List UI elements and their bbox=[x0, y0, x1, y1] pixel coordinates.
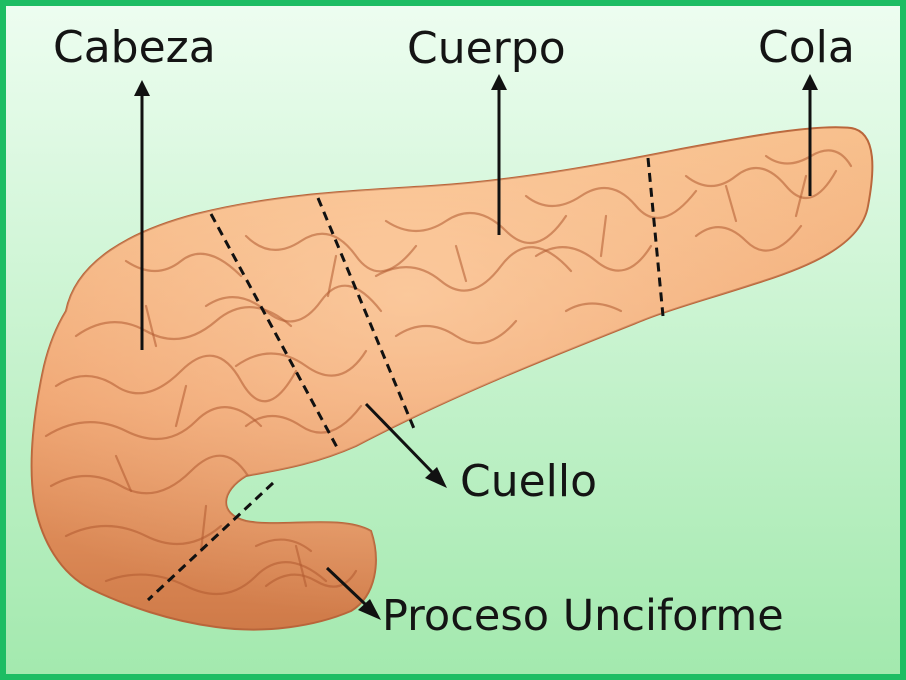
label-head: Cabeza bbox=[53, 22, 216, 73]
label-neck: Cuello bbox=[460, 456, 598, 507]
uncinate-boundary bbox=[146, 481, 275, 602]
body-arrow bbox=[491, 74, 507, 235]
head-arrow bbox=[134, 80, 150, 350]
label-tail: Cola bbox=[758, 22, 855, 73]
lobule-texture bbox=[44, 149, 853, 596]
division-lines bbox=[146, 157, 665, 602]
neck-arrow bbox=[364, 402, 447, 488]
uncinate-arrow bbox=[325, 566, 381, 620]
body-tail-boundary bbox=[646, 157, 665, 317]
label-body: Cuerpo bbox=[407, 23, 566, 74]
annotation-arrows bbox=[134, 74, 818, 620]
label-uncinate-process: Proceso Unciforme bbox=[382, 591, 784, 641]
tail-arrow bbox=[802, 74, 818, 196]
neck-body-boundary bbox=[316, 197, 417, 432]
pancreas-diagram bbox=[6, 6, 900, 674]
